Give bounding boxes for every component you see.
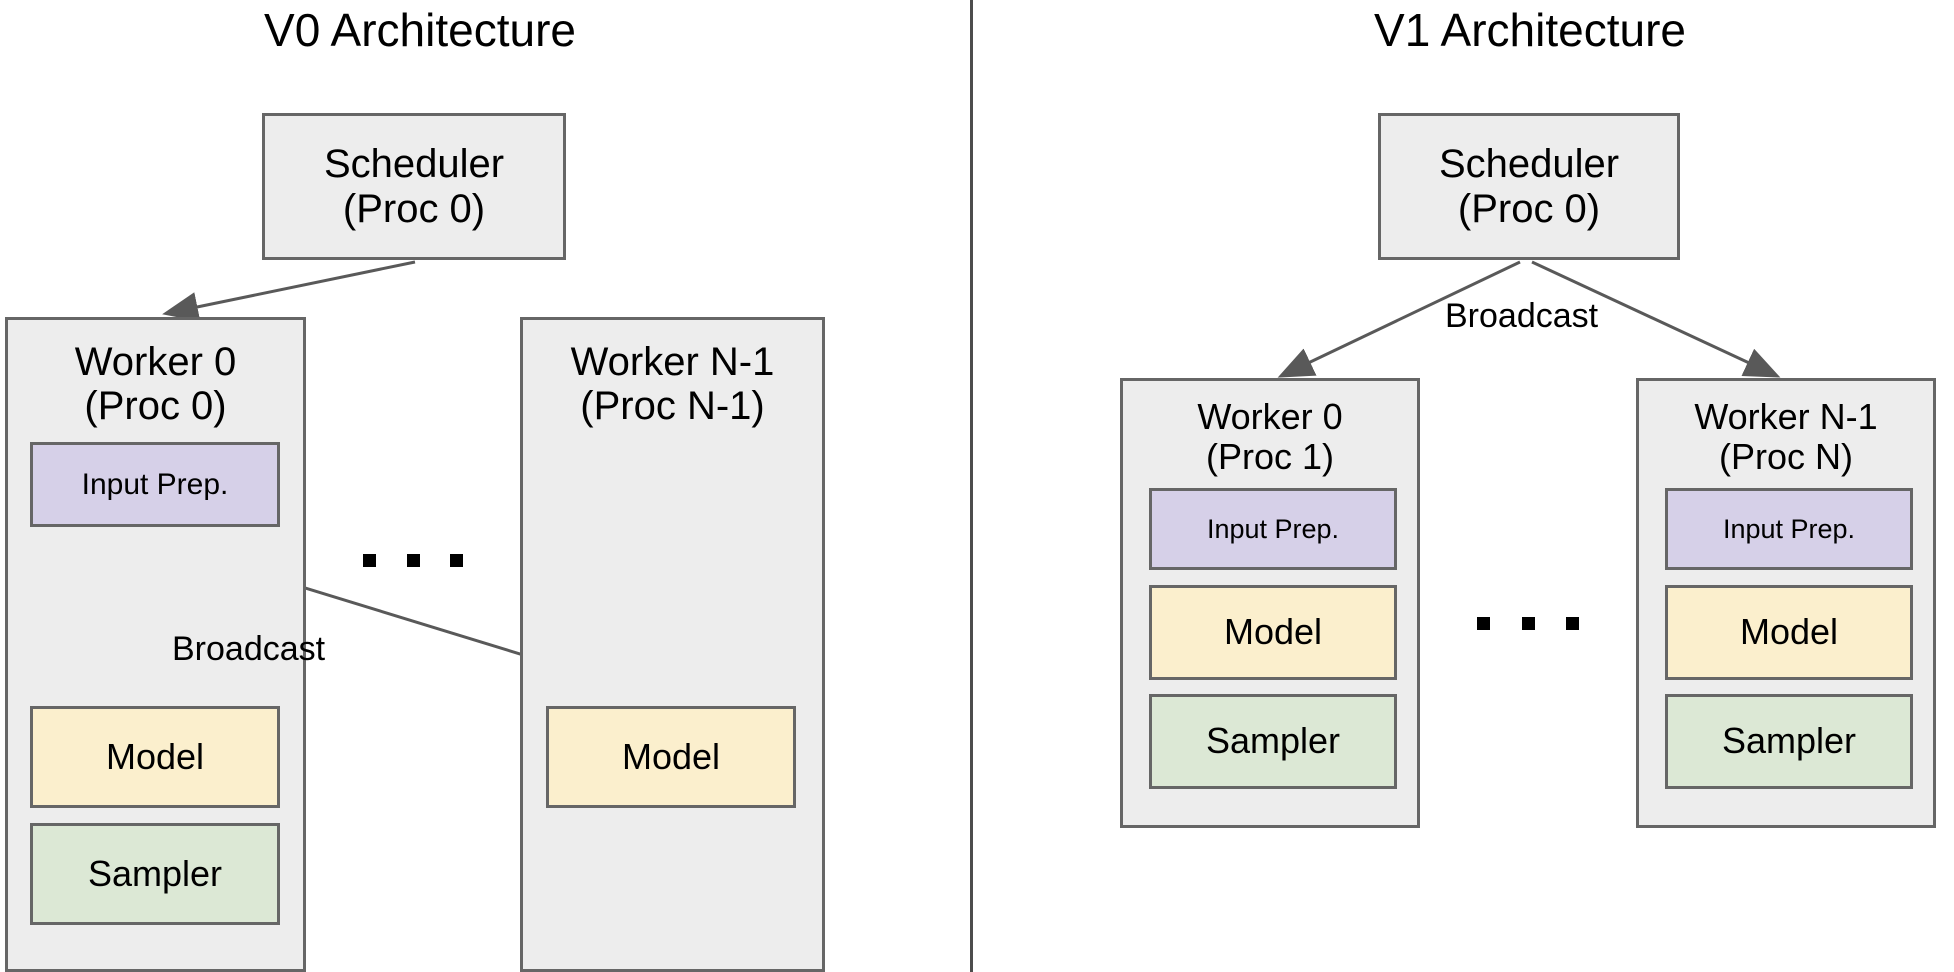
v1-ellipsis-dot-3 — [1566, 617, 1579, 630]
v0-worker-n-1-container[interactable]: Worker N-1 (Proc N-1) Model — [520, 317, 825, 972]
v0-broadcast-label: Broadcast — [172, 630, 326, 668]
v0-scheduler-label-line2: (Proc 0) — [342, 186, 486, 231]
v0-worker-0-model-label: Model — [105, 735, 205, 777]
v0-ellipsis-dot-3 — [450, 554, 463, 567]
v1-ellipsis-dot-1 — [1477, 617, 1490, 630]
v1-scheduler-label-line2: (Proc 0) — [1457, 186, 1601, 231]
v1-broadcast-label: Broadcast — [1445, 297, 1599, 335]
arrow-v0-scheduler-to-worker0 — [162, 260, 416, 322]
panel-title-v0: V0 Architecture — [264, 4, 576, 56]
v1-worker-0-input-prep-box[interactable]: Input Prep. — [1149, 488, 1397, 570]
v1-worker-n-1-model-label: Model — [1739, 611, 1839, 653]
v0-worker-0-input-prep-label: Input Prep. — [81, 467, 229, 501]
v1-worker-0-model-label: Model — [1223, 611, 1323, 653]
v1-worker-n-1-model-box[interactable]: Model — [1665, 585, 1913, 680]
v1-scheduler-box[interactable]: Scheduler (Proc 0) — [1378, 113, 1680, 260]
v1-worker-n-1-input-prep-label: Input Prep. — [1722, 513, 1856, 544]
v0-ellipsis-dot-1 — [363, 554, 376, 567]
v1-worker-n-1-input-prep-box[interactable]: Input Prep. — [1665, 488, 1913, 570]
v0-worker-0-input-prep-box[interactable]: Input Prep. — [30, 442, 280, 527]
v0-scheduler-box[interactable]: Scheduler (Proc 0) — [262, 113, 566, 260]
v0-worker-0-sampler-label: Sampler — [87, 852, 223, 894]
v0-worker-0-title-line2: (Proc 0) — [84, 384, 227, 428]
v1-worker-0-model-box[interactable]: Model — [1149, 585, 1397, 680]
v0-worker-n-1-title-line1: Worker N-1 — [570, 340, 775, 384]
v0-worker-n-1-title-line2: (Proc N-1) — [580, 384, 765, 428]
v1-worker-n-1-title-line1: Worker N-1 — [1694, 396, 1878, 437]
v0-ellipsis-dot-2 — [406, 554, 420, 567]
v0-worker-0-model-box[interactable]: Model — [30, 706, 280, 808]
panel-divider — [970, 0, 973, 972]
v0-worker-0-container[interactable]: Worker 0 (Proc 0) Input Prep. Model Samp… — [5, 317, 306, 972]
v1-worker-0-title-line2: (Proc 1) — [1205, 436, 1335, 477]
panel-title-v1: V1 Architecture — [1374, 4, 1686, 56]
v1-scheduler-label-line1: Scheduler — [1438, 141, 1620, 186]
v0-worker-n-1-model-label: Model — [621, 735, 721, 777]
v1-worker-n-1-container[interactable]: Worker N-1 (Proc N) Input Prep. Model Sa… — [1636, 378, 1936, 828]
v0-worker-n-1-model-box[interactable]: Model — [546, 706, 796, 808]
v1-worker-0-container[interactable]: Worker 0 (Proc 1) Input Prep. Model Samp… — [1120, 378, 1420, 828]
v1-worker-0-input-prep-label: Input Prep. — [1206, 513, 1340, 544]
v1-worker-0-sampler-label: Sampler — [1205, 720, 1341, 762]
v1-worker-0-title-line1: Worker 0 — [1197, 396, 1343, 437]
v1-worker-n-1-sampler-label: Sampler — [1721, 720, 1857, 762]
v0-scheduler-label-line1: Scheduler — [323, 141, 505, 186]
v0-worker-0-sampler-box[interactable]: Sampler — [30, 823, 280, 925]
v1-worker-0-sampler-box[interactable]: Sampler — [1149, 694, 1397, 789]
v1-ellipsis — [1477, 617, 1579, 630]
v0-worker-0-title-line1: Worker 0 — [74, 340, 237, 384]
v1-ellipsis-dot-2 — [1521, 617, 1535, 630]
v1-worker-n-1-title-line2: (Proc N) — [1719, 436, 1853, 477]
v1-worker-n-1-sampler-box[interactable]: Sampler — [1665, 694, 1913, 789]
v0-ellipsis — [363, 554, 463, 567]
